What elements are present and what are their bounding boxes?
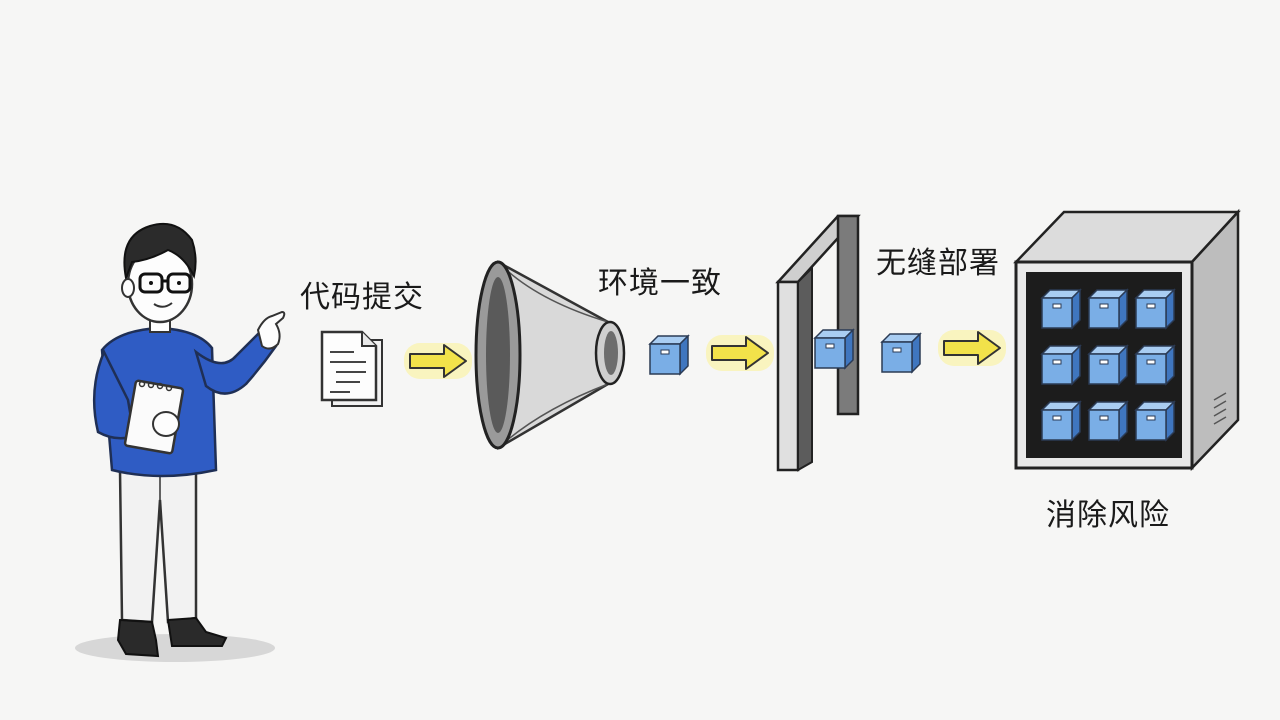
package-box-2-icon <box>814 329 854 369</box>
server-box-grid <box>1041 289 1175 441</box>
server-box-icon <box>1135 401 1175 441</box>
step-label-environment: 环境一致 <box>598 266 722 301</box>
server-cabinet-icon <box>1013 208 1241 472</box>
portal-gate-icon <box>775 214 861 472</box>
package-box-3-icon <box>881 333 921 373</box>
server-box-icon <box>1088 401 1128 441</box>
server-box-icon <box>1041 345 1081 385</box>
package-box-1-icon <box>649 335 689 375</box>
arrow-3-icon <box>937 329 1007 367</box>
step-label-risk: 消除风险 <box>1046 498 1170 533</box>
step-label-deploy: 无缝部署 <box>876 246 1000 281</box>
code-document-icon <box>320 330 383 407</box>
step-label-commit: 代码提交 <box>300 280 424 315</box>
server-box-icon <box>1041 289 1081 329</box>
developer-figure <box>75 222 286 662</box>
arrow-2-icon <box>705 334 775 372</box>
server-box-icon <box>1088 289 1128 329</box>
server-box-icon <box>1135 289 1175 329</box>
arrow-1-icon <box>403 342 473 380</box>
server-box-icon <box>1135 345 1175 385</box>
funnel-icon <box>474 260 626 450</box>
server-box-icon <box>1041 401 1081 441</box>
server-box-icon <box>1088 345 1128 385</box>
